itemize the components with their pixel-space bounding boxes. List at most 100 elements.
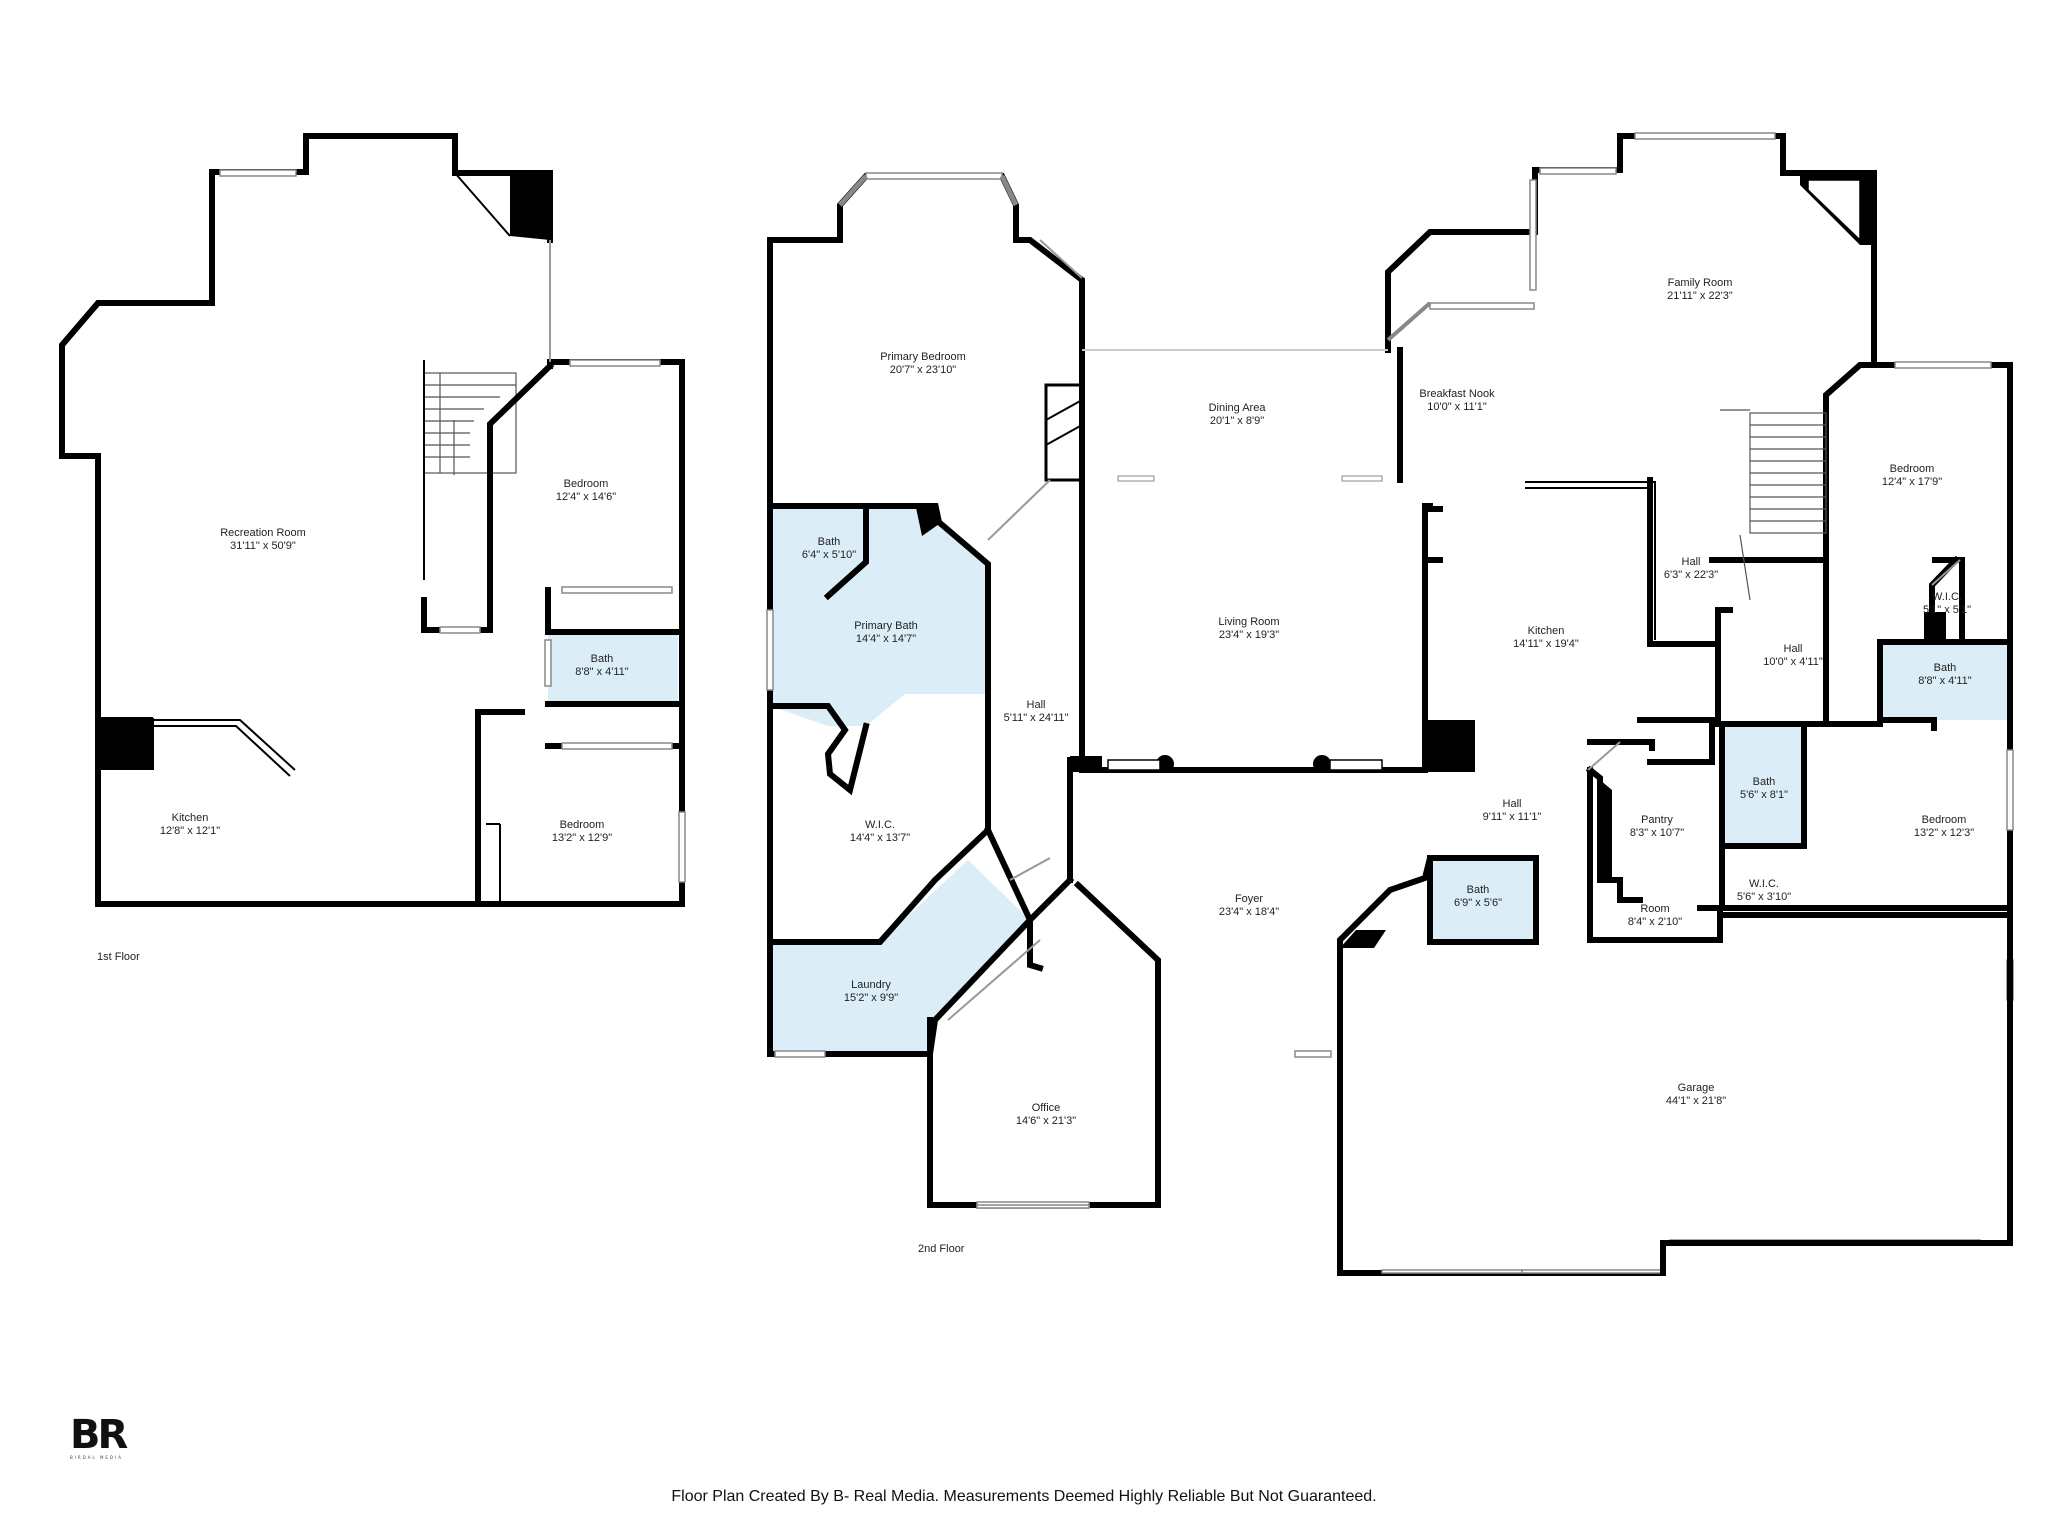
window [1634, 132, 1776, 140]
room-size-label: 14'4" x 13'7" [850, 832, 910, 844]
room-name-label: Hall [1027, 699, 1046, 711]
room-size-label: 6'9" x 5'6" [1454, 897, 1502, 909]
room-size-label: 12'4" x 14'6" [556, 491, 616, 503]
door [1009, 857, 1051, 881]
room-size-label: 12'8" x 12'1" [160, 825, 220, 837]
room-name-label: Bath [591, 653, 614, 665]
window [1386, 301, 1432, 342]
room-name-label: Hall [1503, 798, 1522, 810]
stairs-1f [423, 372, 517, 475]
laundry-fill [770, 860, 1030, 1054]
first-floor-outer-wall [59, 133, 685, 907]
fireplace-edge [454, 172, 511, 237]
room-name-label: Living Room [1218, 616, 1279, 628]
stairs-2f [1720, 409, 1827, 601]
column [1924, 612, 1946, 642]
room-name-label: Bedroom [1922, 814, 1967, 826]
room-name-label: Office [1032, 1102, 1061, 1114]
window [766, 609, 774, 691]
room-size-label: 20'1" x 8'9" [1210, 415, 1264, 427]
room-size-label: 14'11" x 19'4" [1513, 638, 1579, 650]
window [561, 742, 673, 750]
bath-fill-1f [548, 632, 678, 704]
fireplace-hearth [1807, 179, 1861, 242]
door-swing [987, 479, 1051, 541]
door-gap [439, 626, 481, 634]
half-wall [1341, 475, 1383, 482]
room-name-label: W.I.C. [865, 819, 895, 831]
half-wall [1117, 475, 1155, 482]
window [865, 172, 1003, 180]
room-size-label: 13'2" x 12'9" [552, 832, 612, 844]
floor-label-2nd: 2nd Floor [918, 1243, 965, 1255]
kitchen-counter [154, 725, 291, 777]
window [1894, 361, 1992, 369]
room-name-label: Kitchen [1528, 625, 1565, 637]
room-name-label: Bath [818, 536, 841, 548]
garage-door [1521, 1269, 1663, 1274]
room-name-label: Pantry [1641, 814, 1673, 826]
column [1340, 930, 1386, 948]
room-name-label: Primary Bedroom [880, 351, 966, 363]
door [947, 939, 1041, 1021]
room-size-label: 20'7" x 23'10" [890, 364, 957, 376]
room-name-label: Hall [1682, 556, 1701, 568]
room-size-label: 31'11" x 50'9" [230, 540, 296, 552]
room-name-label: Bath [1467, 884, 1490, 896]
room-size-label: 44'1" x 21'8" [1666, 1095, 1726, 1107]
column [1425, 720, 1475, 772]
room-name-label: Garage [1678, 1082, 1715, 1094]
door-gap [544, 639, 552, 687]
room-size-label: 10'0" x 11'1" [1427, 401, 1487, 413]
room-size-label: 8'8" x 4'11" [1918, 675, 1971, 687]
fireplace [510, 172, 550, 240]
room-name-label: Dining Area [1209, 402, 1267, 414]
bath-fill [1880, 642, 2010, 720]
room-name-label: W.I.C. [1749, 878, 1779, 890]
window [774, 1050, 826, 1058]
garage-door [1381, 1269, 1523, 1274]
half-wall [1329, 759, 1383, 771]
second-floor-main [1067, 132, 2014, 1276]
room-size-label: 9'11" x 11'1" [1483, 811, 1542, 823]
window [1529, 179, 1537, 291]
room-name-label: Bedroom [560, 819, 605, 831]
room-size-label: 12'4" x 17'9" [1882, 476, 1942, 488]
room-name-label: Kitchen [172, 812, 209, 824]
window [561, 586, 673, 594]
bath-fill [1722, 724, 1804, 846]
room-size-label: 6'4" x 5'10" [802, 549, 856, 561]
window [1039, 239, 1083, 279]
room-size-label: 8'8" x 4'11" [575, 666, 628, 678]
room-size-label: 8'3" x 10'7" [1630, 827, 1684, 839]
door [1931, 559, 1961, 586]
kitchen-counter [154, 719, 296, 771]
fireplace-hatch [1045, 424, 1083, 446]
disclaimer-footer: Floor Plan Created By B- Real Media. Mea… [671, 1488, 1377, 1505]
room-size-label: 5'1" x 5'1" [1923, 604, 1971, 616]
room-name-label: Bath [1753, 776, 1776, 788]
wall-block [1600, 780, 1612, 880]
room-name-label: Hall [1784, 643, 1803, 655]
room-size-label: 5'6" x 8'1" [1740, 789, 1788, 801]
room-name-label: W.I.C. [1932, 591, 1962, 603]
bath-fill [1430, 858, 1536, 942]
floor-label-1st: 1st Floor [97, 951, 140, 963]
logo-mark: BR [70, 1412, 128, 1458]
room-size-label: 14'4" x 14'7" [856, 633, 916, 645]
first-floor-plan [59, 133, 686, 907]
room-size-label: 21'11" x 22'3" [1667, 290, 1733, 302]
room-size-label: 6'3" x 22'3" [1664, 569, 1718, 581]
room-name-label: Laundry [851, 979, 891, 991]
room-size-label: 10'0" x 4'11" [1763, 656, 1823, 668]
room-size-label: 23'4" x 19'3" [1219, 629, 1279, 641]
window [976, 1204, 1090, 1209]
room-name-label: Breakfast Nook [1419, 388, 1495, 400]
room-size-label: 5'6" x 3'10" [1737, 891, 1791, 903]
bath-fill [770, 506, 866, 596]
window [1294, 1050, 1332, 1058]
brand-logo: BR BIRDAL MEDIA [70, 1415, 140, 1465]
room-size-label: 5'11" x 24'11" [1004, 712, 1069, 724]
